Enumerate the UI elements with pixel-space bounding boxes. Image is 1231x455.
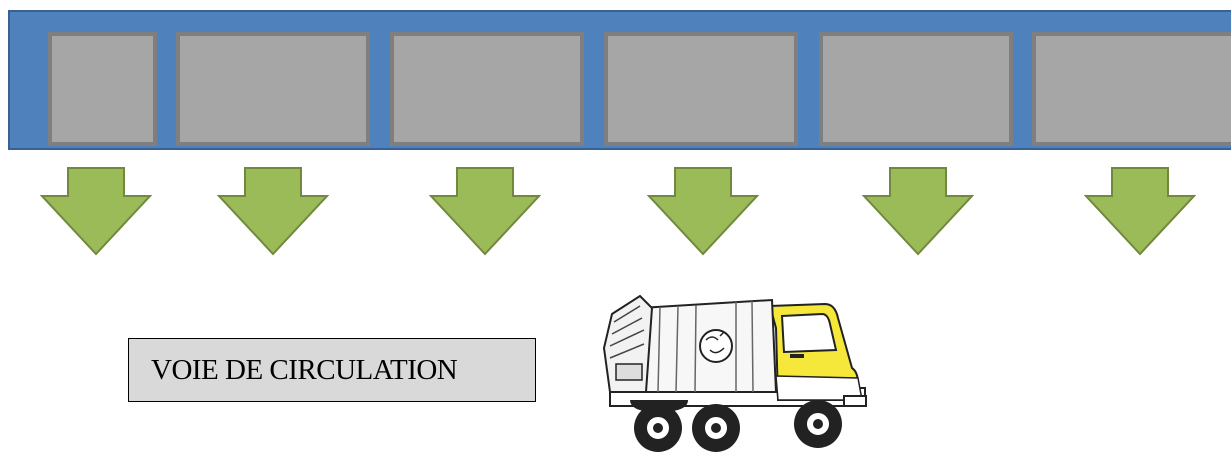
down-arrow-icon <box>862 166 974 256</box>
bay-1 <box>48 32 157 146</box>
bay-3 <box>390 32 584 146</box>
bay-4 <box>604 32 798 146</box>
down-arrow-icon <box>647 166 759 256</box>
garbage-truck-icon <box>600 288 875 455</box>
road-label: VOIE DE CIRCULATION <box>151 354 457 387</box>
bay-2 <box>176 32 370 146</box>
down-arrow-icon <box>1084 166 1196 256</box>
bay-strip <box>8 10 1231 150</box>
down-arrow-icon <box>429 166 541 256</box>
bay-6 <box>1032 32 1231 146</box>
bay-5 <box>819 32 1013 146</box>
road-label-box: VOIE DE CIRCULATION <box>128 338 536 402</box>
down-arrow-icon <box>40 166 152 256</box>
down-arrow-icon <box>217 166 329 256</box>
